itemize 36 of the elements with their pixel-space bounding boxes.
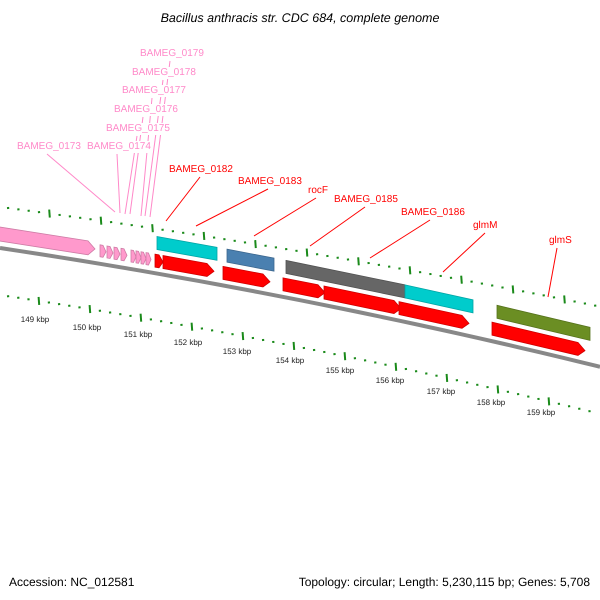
scale-label: 155 kbp xyxy=(324,365,356,377)
gene-label: BAMEG_0176 xyxy=(114,104,178,116)
leader-line xyxy=(442,232,486,272)
leader-line xyxy=(46,154,116,212)
leader-line xyxy=(370,220,430,258)
scale-label: 153 kbp xyxy=(222,346,252,358)
gene-label: BAMEG_0177 xyxy=(122,85,186,97)
gene-label: BAMEG_0178 xyxy=(132,67,196,79)
leader-line xyxy=(166,176,200,222)
scale-label: 150 kbp xyxy=(72,322,102,334)
gene-label: BAMEG_0179 xyxy=(140,48,204,60)
gene-label: BAMEG_0173 xyxy=(17,141,81,153)
leader-line xyxy=(548,248,558,298)
scale-label: 154 kbp xyxy=(274,355,306,367)
gene-label: glmS xyxy=(549,235,572,247)
leader-line xyxy=(116,154,120,214)
leader-line xyxy=(310,206,366,246)
scale-label: 159 kbp xyxy=(526,407,556,419)
gene-label: BAMEG_0174 xyxy=(87,141,151,153)
gene-label: BAMEG_0175 xyxy=(106,123,170,135)
scale-label: 157 kbp xyxy=(426,386,456,398)
gene-label: BAMEG_0182 xyxy=(169,164,233,176)
gene-label: glmM xyxy=(473,220,498,232)
scale-label: 158 kbp xyxy=(476,397,506,409)
scale-label: 152 kbp xyxy=(172,337,204,349)
footer-note: Accession: NC_012581 xyxy=(9,575,134,590)
gene-label: BAMEG_0183 xyxy=(238,176,302,188)
gene-label: BAMEG_0185 xyxy=(334,194,398,206)
footer-note: Topology: circular; Length: 5,230,115 bp; Genes: 5,708 xyxy=(298,575,590,590)
leader-line xyxy=(196,188,268,226)
scale-label: 149 kbp xyxy=(20,314,50,326)
title: Bacillus anthracis str. CDC 684, complete genome xyxy=(160,11,440,26)
gene-label: BAMEG_0186 xyxy=(401,207,465,219)
leader-line xyxy=(254,198,316,236)
scale-label: 156 kbp xyxy=(374,375,406,387)
scale-label: 151 kbp xyxy=(122,329,154,341)
